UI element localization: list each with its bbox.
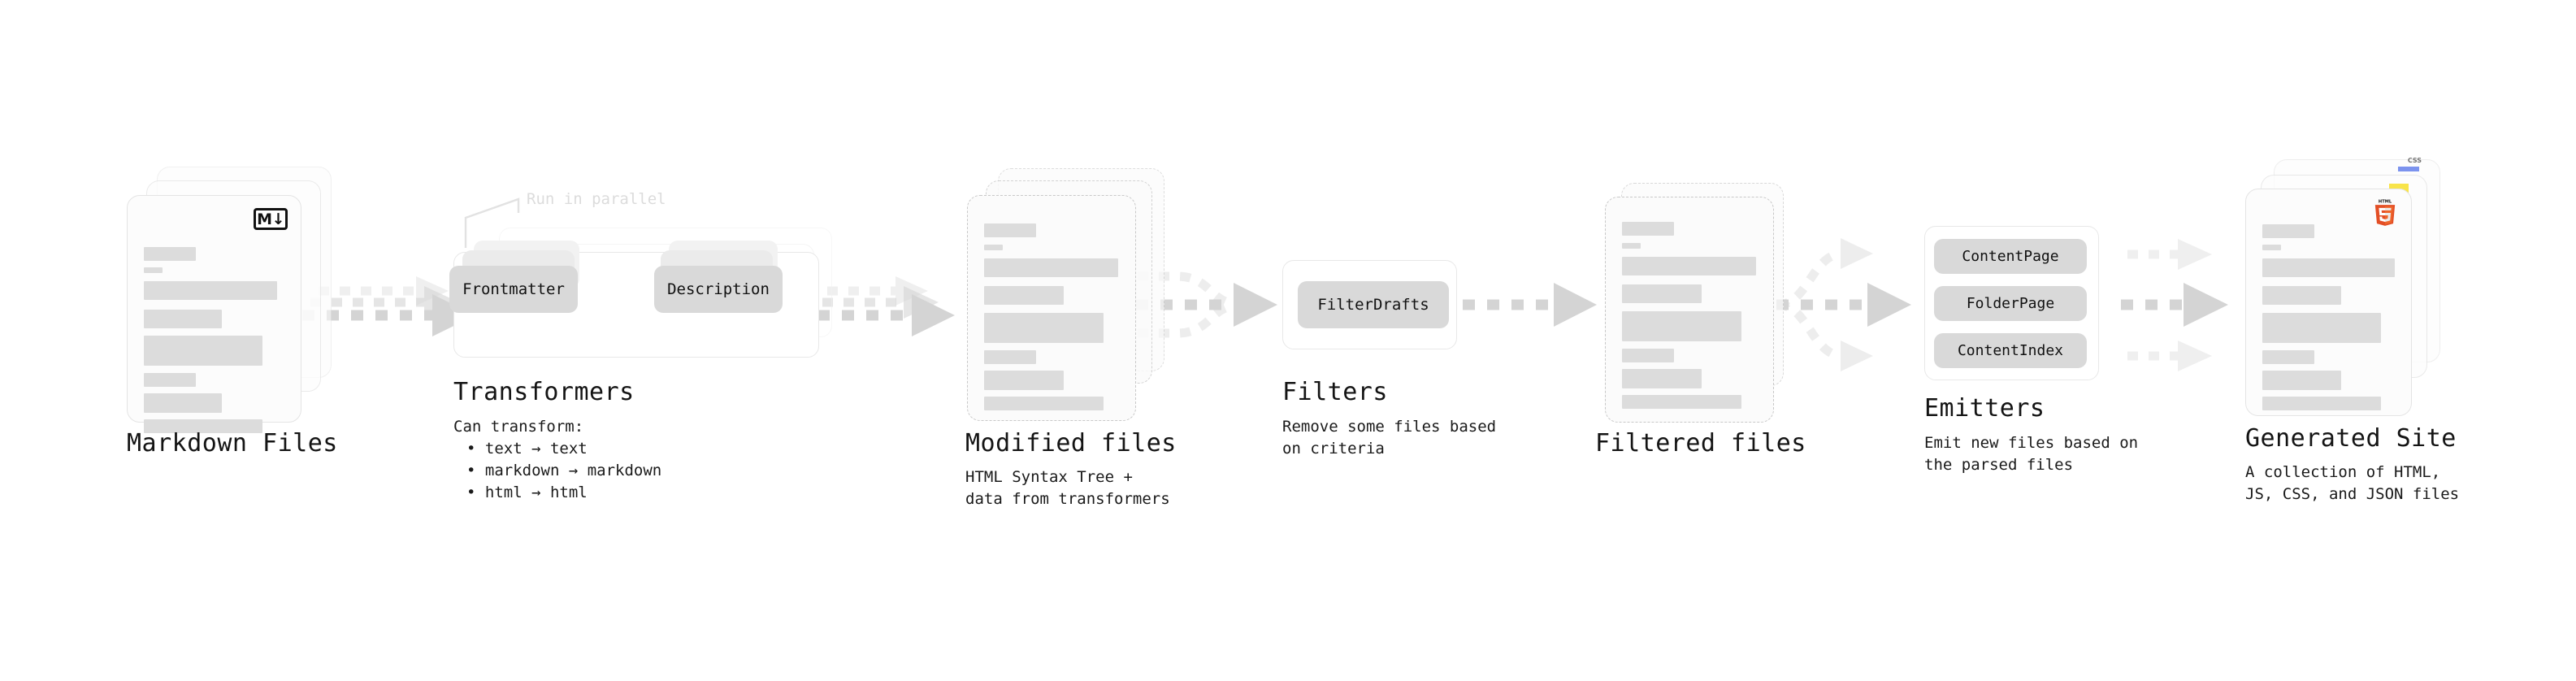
skeleton-line [1622,369,1702,388]
arrow-transformers-to-modified [817,276,955,336]
skeleton-line [2262,313,2381,343]
emitter-chip-contentindex[interactable]: ContentIndex [1934,333,2087,368]
stage-title-filters: Filters [1282,378,1388,406]
modified-files-subtitle-line-2: data from transformers [965,490,1170,508]
css3-icon-label: CSS [2407,157,2422,164]
stage-title-modified-files: Modified files [965,429,1177,458]
filters-subtitle-line-2: on criteria [1282,440,1385,458]
skeleton-line [144,310,222,328]
skeleton-line [1622,349,1674,362]
filter-chip-filterdrafts[interactable]: FilterDrafts [1298,281,1449,328]
emitter-chip-contentpage[interactable]: ContentPage [1934,239,2087,274]
skeleton-line [984,258,1118,277]
arrow-emitters-to-site [2121,239,2228,371]
skeleton-line [144,336,262,366]
skeleton-line [144,281,277,300]
skeleton-line [2262,286,2341,305]
skeleton-line [144,267,163,273]
skeleton-line [1622,395,1741,409]
skeleton-line [144,373,196,387]
filtered-card-front[interactable] [1605,197,1774,423]
skeleton-line [984,286,1064,305]
stage-title-emitters: Emitters [1924,394,2045,423]
emitters-panel[interactable]: ContentPage FolderPage ContentIndex [1924,226,2099,380]
stage-title-filtered-files: Filtered files [1595,429,1806,458]
transformer-chip-frontmatter[interactable]: Frontmatter [449,266,578,313]
emitters-subtitle-line-1: Emit new files based on [1924,434,2139,452]
run-in-parallel-label: Run in parallel [527,190,666,208]
skeleton-line [984,223,1036,237]
arrow-filters-to-filtered [1463,283,1597,327]
skeleton-line [144,247,196,261]
skeleton-line [2262,258,2395,277]
transformers-subtitle: Can transform: [453,418,584,436]
skeleton-line [2262,371,2341,390]
skeleton-line [1622,311,1741,341]
skeleton-line [984,371,1064,390]
stage-title-generated-site: Generated Site [2245,424,2457,453]
emitters-subtitle-line-2: the parsed files [1924,456,2074,474]
filters-panel[interactable]: FilterDrafts [1282,260,1457,349]
transformer-chip-description[interactable]: Description [654,266,783,313]
skeleton-line [144,419,262,433]
skeleton-line [2262,245,2281,250]
stage-title-transformers: Transformers [453,378,635,406]
markdown-card-front[interactable]: M↓ [127,195,301,433]
generated-site-subtitle-line-1: A collection of HTML, [2245,463,2441,481]
transformers-bullet-1: • text → text [466,440,588,458]
skeleton-line [984,245,1003,250]
skeleton-line [2262,397,2381,410]
css3-icon [2398,167,2419,171]
markdown-icon: M↓ [254,208,288,230]
skeleton-line [1622,222,1674,236]
modified-files-subtitle-line-1: HTML Syntax Tree + [965,468,1133,486]
arrow-filtered-to-emitters [1776,238,1911,371]
skeleton-line [984,350,1036,364]
skeleton-line [1622,284,1702,303]
stage-title-markdown-files: Markdown Files [127,429,338,458]
html5-icon: HTML [2373,197,2397,227]
transformers-bullet-3: • html → html [466,484,588,501]
generated-site-subtitle-line-2: JS, CSS, and JSON files [2245,485,2460,503]
skeleton-line [1622,257,1756,275]
modified-card-front[interactable] [967,195,1136,421]
filters-subtitle-line-1: Remove some files based [1282,418,1497,436]
skeleton-line [144,393,222,413]
skeleton-line [2262,350,2314,364]
emitter-chip-folderpage[interactable]: FolderPage [1934,286,2087,321]
site-card-front[interactable]: HTML [2245,189,2412,416]
skeleton-line [984,397,1104,410]
skeleton-line [1622,243,1641,249]
skeleton-line [984,313,1104,343]
svg-text:HTML: HTML [2379,199,2392,204]
transformers-panel-front[interactable]: Frontmatter Description [449,241,819,358]
skeleton-line [2262,224,2314,238]
transformers-bullet-2: • markdown → markdown [466,462,662,479]
